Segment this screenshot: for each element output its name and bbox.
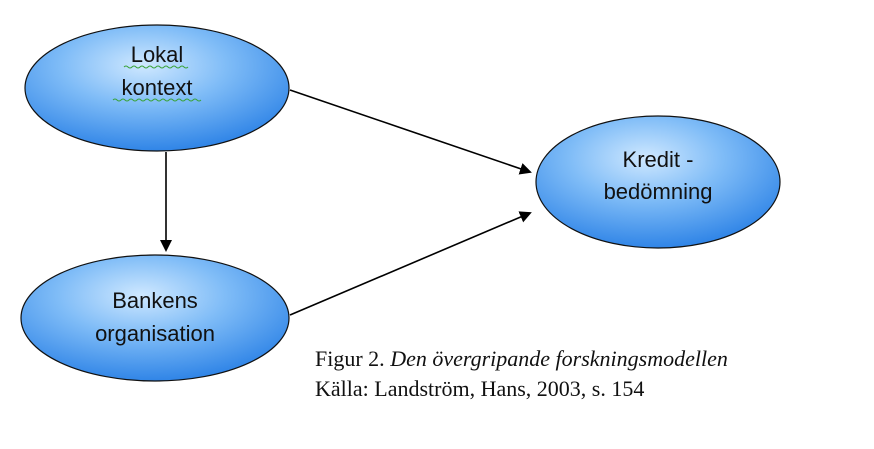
node-lokal-kontext-ellipse xyxy=(24,24,290,152)
arrow-lokal-to-kredit xyxy=(289,89,532,175)
node-kredit-bedomning: Kredit - bedömning xyxy=(535,115,781,249)
node-lokal-kontext-label-1: Lokal xyxy=(131,42,184,67)
node-kredit-bedomning-label-1: Kredit - xyxy=(623,147,694,172)
figure-caption-title-line: Figur 2. Den övergripande forskningsmode… xyxy=(315,344,855,374)
node-kredit-bedomning-ellipse xyxy=(535,115,781,249)
spellcheck-underline xyxy=(112,98,202,102)
figure-caption: Figur 2. Den övergripande forskningsmode… xyxy=(315,344,855,404)
node-bankens-organisation: Bankens organisation xyxy=(20,254,290,382)
node-lokal-kontext: Lokal kontext xyxy=(24,24,290,152)
node-bankens-organisation-label-2: organisation xyxy=(95,321,215,346)
arrow-banken-to-kredit xyxy=(289,211,532,316)
node-lokal-kontext-label-2: kontext xyxy=(122,75,193,100)
node-bankens-organisation-ellipse xyxy=(20,254,290,382)
node-kredit-bedomning-label-2: bedömning xyxy=(604,179,713,204)
figure-title: Den övergripande forskningsmodellen xyxy=(390,346,728,371)
figure-source: Källa: Landström, Hans, 2003, s. 154 xyxy=(315,376,645,401)
node-bankens-organisation-label-1: Bankens xyxy=(112,288,198,313)
figure-label: Figur 2. xyxy=(315,346,385,371)
spellcheck-underline xyxy=(123,65,189,69)
